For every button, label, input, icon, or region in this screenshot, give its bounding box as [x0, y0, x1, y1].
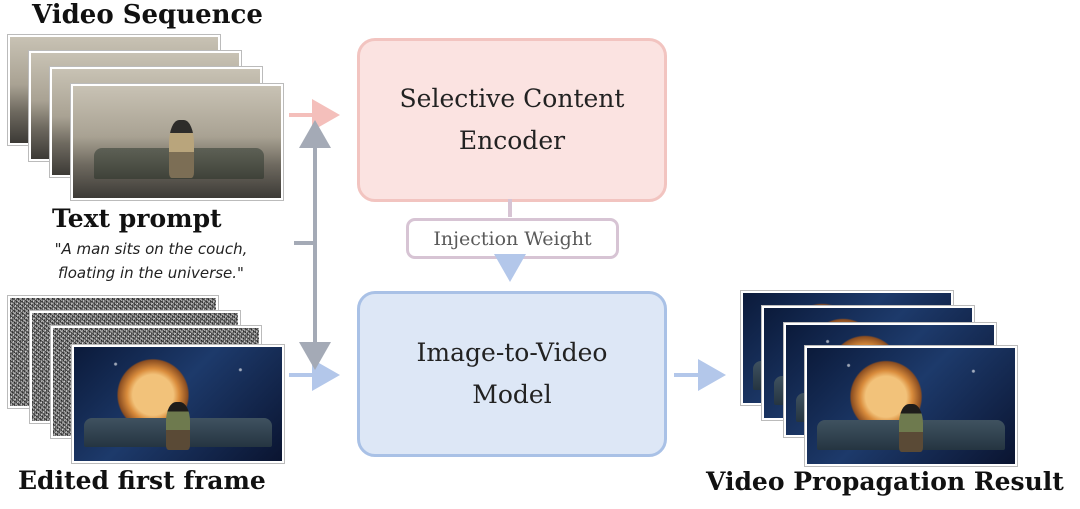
encoder-line-2: Encoder: [458, 126, 566, 155]
i2v-line-2: Model: [472, 380, 552, 409]
encoder-line-1: Selective Content: [399, 84, 625, 113]
injection-weight-text: Injection Weight: [433, 227, 592, 250]
input-video-frame-4: [71, 84, 283, 200]
video-propagation-result-label: Video Propagation Result: [706, 467, 1064, 496]
output-frame-4: [805, 346, 1017, 466]
video-sequence-label: Video Sequence: [32, 0, 263, 30]
i2v-line-1: Image-to-Video: [416, 338, 608, 367]
prompt-line-1: "A man sits on the couch,: [54, 240, 248, 258]
image-to-video-model-box: Image-to-Video Model: [357, 291, 667, 457]
prompt-line-2: floating in the universe.": [58, 264, 244, 282]
text-prompt-quote: "A man sits on the couch, floating in th…: [46, 237, 256, 285]
selective-content-encoder-box: Selective Content Encoder: [357, 38, 667, 202]
edited-first-frame-label: Edited first frame: [18, 466, 266, 495]
text-prompt-label: Text prompt: [52, 204, 222, 233]
edited-first-frame-image: [72, 345, 284, 463]
